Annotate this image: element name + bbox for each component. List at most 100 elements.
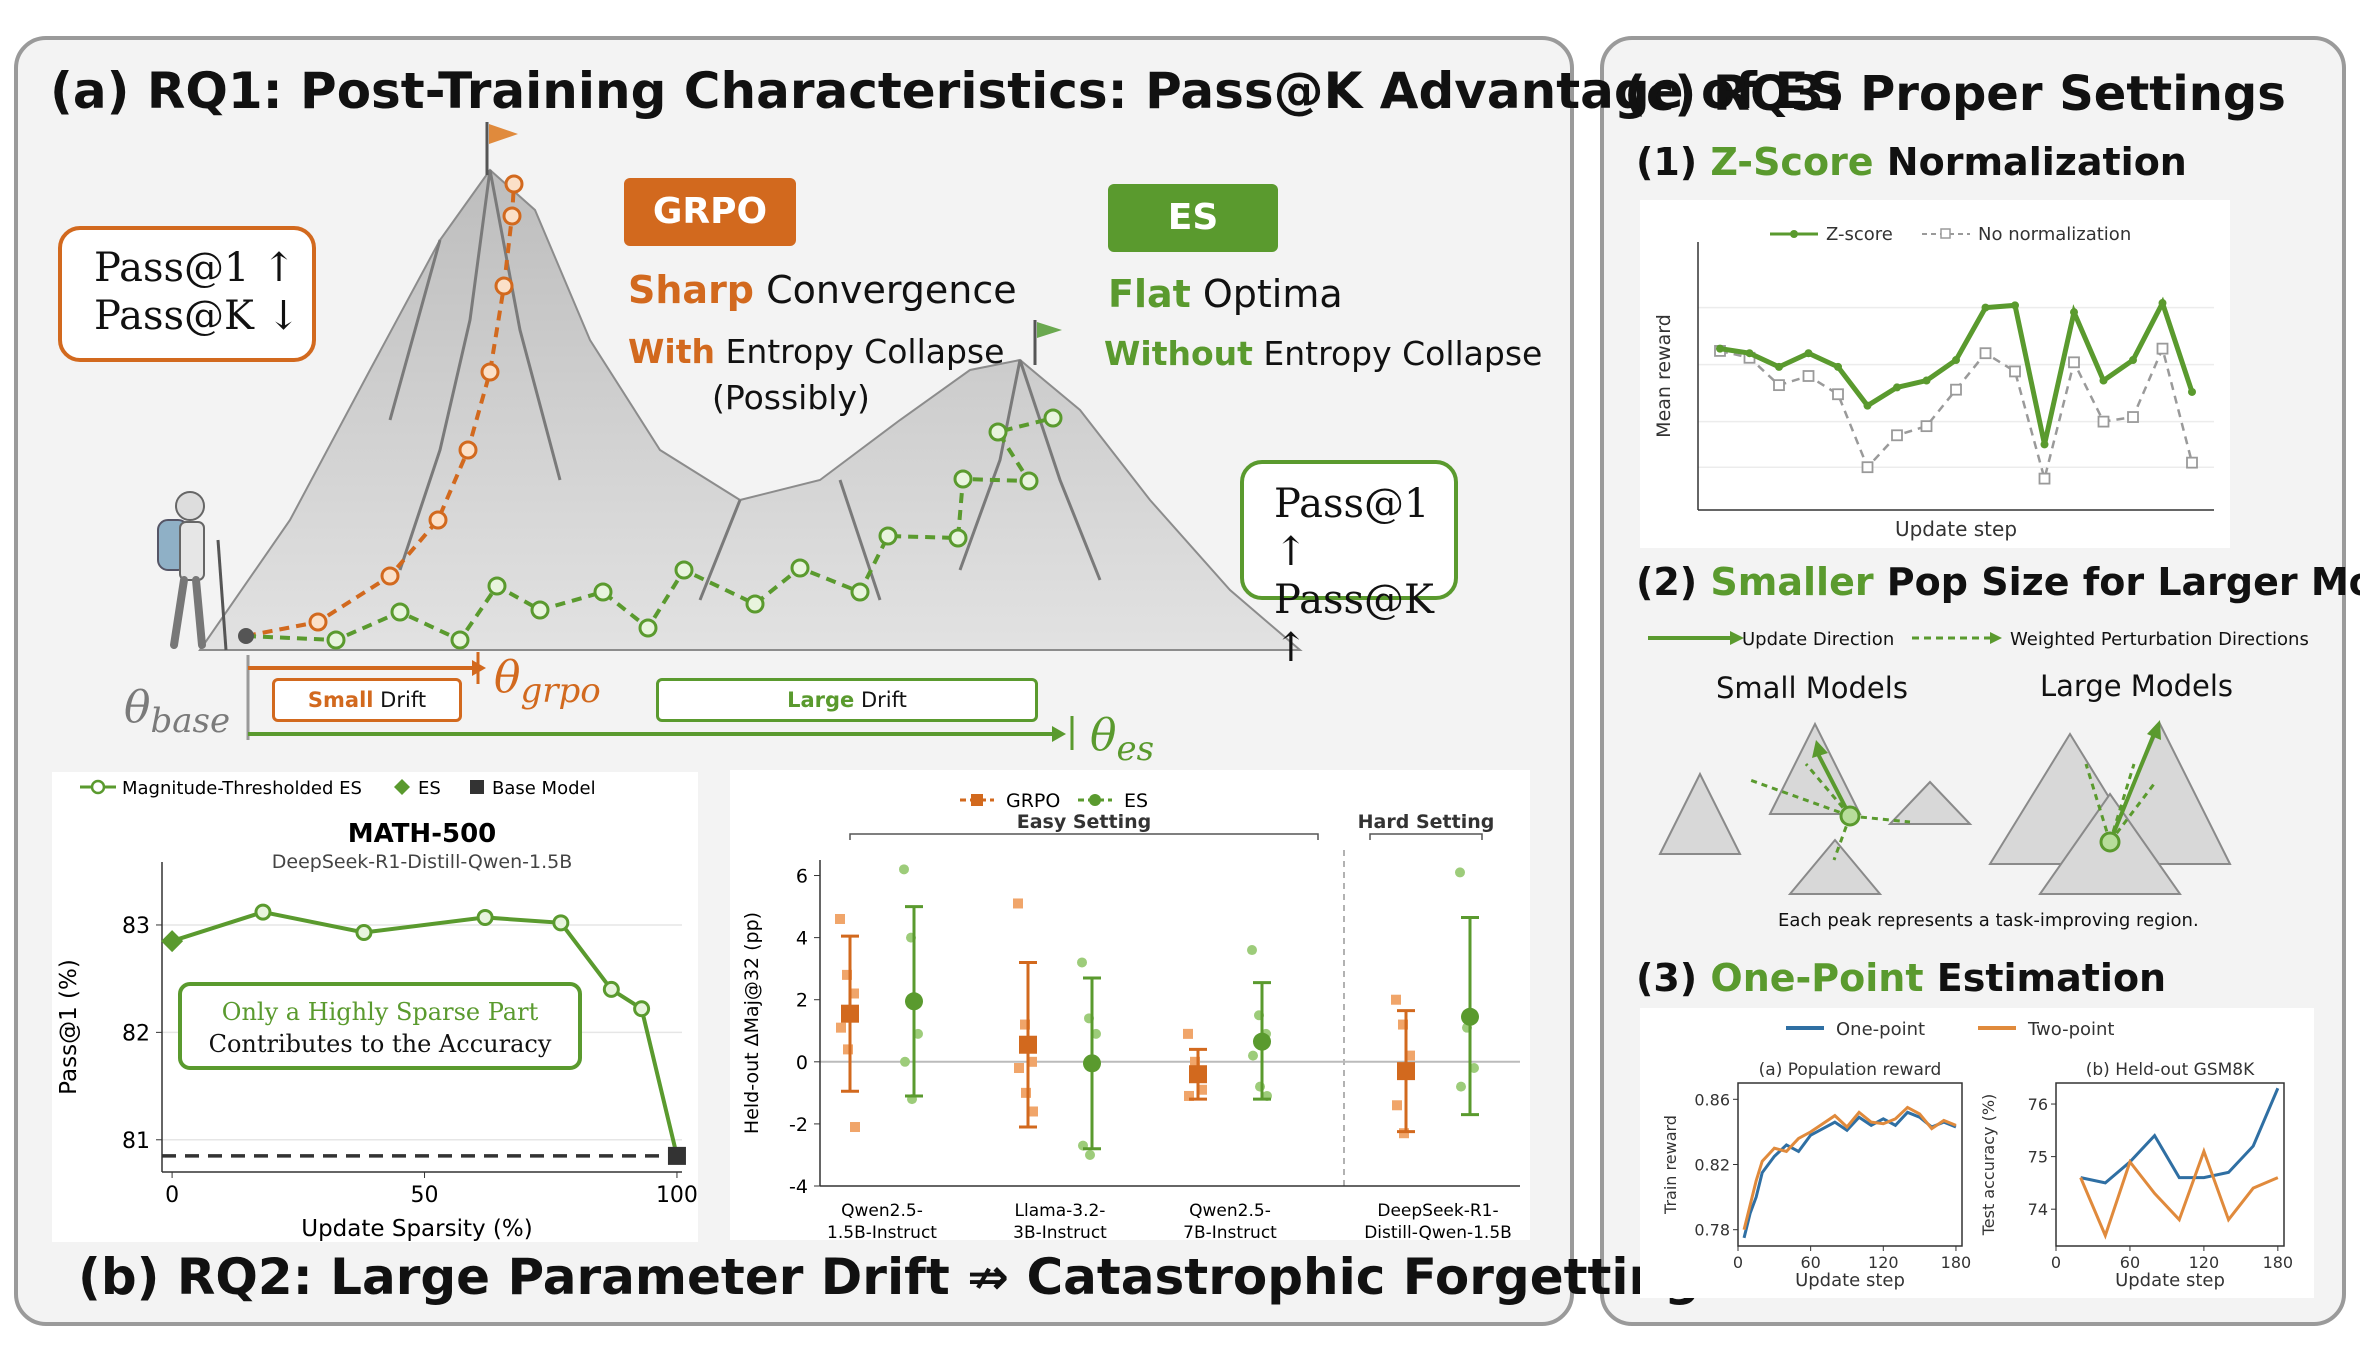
legend-nonorm-label: No normalization — [1978, 224, 2131, 245]
grpo-run-point — [1020, 1019, 1030, 1030]
grpo-run-point — [843, 1044, 853, 1055]
y-axis-label: Pass@1 (%) — [56, 959, 82, 1095]
y-tick-label: -2 — [789, 1114, 808, 1136]
es-path-point — [988, 422, 1008, 442]
grpo-path-point — [504, 174, 524, 194]
nonorm-point — [1891, 429, 1903, 442]
update-direction-legend-arrowhead — [1730, 631, 1744, 645]
base-point — [238, 628, 254, 644]
popsize-diagram: Update Direction Weighted Perturbation D… — [1648, 629, 2309, 931]
zscore-point — [2158, 299, 2167, 308]
grpo-path-point — [428, 510, 448, 530]
chart-subtitle: DeepSeek-R1-Distill-Qwen-1.5B — [272, 851, 573, 873]
es-desc-1: Flat Optima — [1108, 272, 1343, 316]
nonorm-point — [2097, 415, 2110, 428]
es-path-point — [674, 560, 694, 580]
zscore-point — [1863, 401, 1872, 410]
legend-mtes-label: Magnitude-Thresholded ES — [122, 778, 362, 799]
grpo-path-point — [502, 206, 522, 226]
mtes-point — [602, 980, 620, 998]
grpo-mean — [1397, 1062, 1415, 1081]
x-axis-label: Update step — [1895, 517, 2017, 541]
grpo-passk-text: Pass@K ↓ — [94, 293, 301, 339]
zscore-point — [2188, 387, 2196, 396]
drift-paths — [238, 174, 1074, 750]
es-run-point — [1456, 1081, 1466, 1092]
category-label: 7B-Instruct — [1183, 1223, 1277, 1240]
mtes-point — [476, 908, 494, 926]
large-update-arrowhead — [2147, 720, 2161, 740]
zscore-point — [1745, 349, 1754, 358]
onepoint-line — [1742, 1110, 1957, 1239]
category-label: 3B-Instruct — [1013, 1223, 1107, 1240]
x-tick-label: 120 — [1868, 1253, 1899, 1272]
legend-es-label: ES — [1124, 790, 1148, 812]
es-run-point — [1248, 1050, 1258, 1061]
grpo-run-point — [1398, 1019, 1408, 1030]
grpo-run-point — [850, 1122, 860, 1133]
section-2-title: (2) Smaller Pop Size for Larger Models — [1636, 560, 2360, 604]
grpo-run-point — [849, 988, 859, 999]
category-label: Qwen2.5- — [841, 1201, 923, 1221]
plot-frame — [1737, 1082, 1963, 1247]
es-path-point — [745, 594, 765, 614]
legend-base-label: Base Model — [492, 778, 596, 799]
y-tick-label: 6 — [796, 866, 808, 888]
zscore-point — [1981, 303, 1990, 312]
x-tick-label: 100 — [656, 1183, 698, 1208]
legend-zscore-label: Z-score — [1826, 224, 1893, 245]
grpo-path-point — [380, 566, 400, 586]
es-desc-2: Without Entropy Collapse — [1104, 334, 1543, 373]
section-1-title: (1) Z-Score Normalization — [1636, 140, 2187, 184]
grpo-run-point — [1399, 1128, 1409, 1139]
grpo-desc-3: (Possibly) — [712, 378, 870, 417]
grpo-run-point — [842, 969, 852, 980]
grpo-run-point — [1190, 1056, 1200, 1067]
small-update-arrow — [1816, 753, 1852, 817]
peak-caption: Each peak represents a task-improving re… — [1778, 910, 2199, 931]
plot-frame — [2055, 1082, 2285, 1247]
x-tick-label: 60 — [2120, 1253, 2140, 1272]
es-path-point — [390, 602, 410, 622]
nonorm-point — [1773, 379, 1785, 392]
grpo-tag: GRPO — [624, 178, 796, 246]
subplot-title: (b) Held-out GSM8K — [2086, 1060, 2255, 1080]
legend-perturb-directions: Weighted Perturbation Directions — [2010, 629, 2309, 650]
nonorm-point — [1920, 420, 1933, 433]
y-tick-label: 0 — [796, 1052, 808, 1074]
group-bracket — [1369, 833, 1483, 840]
y-tick-label: 76 — [2028, 1095, 2048, 1114]
large-peaks — [1988, 721, 2232, 895]
y-tick-label: 0.86 — [1694, 1090, 1730, 1109]
grpo-run-point — [1021, 1087, 1031, 1098]
grpo-pass-box: Pass@1 ↑ Pass@K ↓ — [58, 226, 316, 362]
panel-a-title: (a) RQ1: Post-Training Characteristics: … — [50, 62, 1845, 120]
x-tick-label: 60 — [1800, 1253, 1820, 1272]
legend-grpo-label: GRPO — [1006, 790, 1060, 812]
es-run-point — [1455, 867, 1465, 878]
legend-twopoint-label: Two-point — [2027, 1019, 2114, 1040]
zscore-point — [2129, 356, 2137, 365]
grpo-run-point — [1184, 1090, 1194, 1101]
nonorm-point — [2009, 365, 2021, 378]
zscore-point — [2011, 301, 2019, 310]
legend-grpo-marker — [971, 794, 983, 806]
x-tick-label: 0 — [2051, 1253, 2061, 1272]
nonorm-point — [2186, 456, 2198, 469]
grpo-mean — [841, 1004, 859, 1023]
es-passk-text: Pass@K ↑ — [1274, 577, 1434, 671]
group-bracket — [849, 833, 1319, 840]
panel-b-title: (b) RQ2: Large Parameter Drift ⇏ Catastr… — [78, 1248, 1700, 1306]
es-path-point — [487, 576, 507, 596]
grpo-run-point — [835, 913, 845, 924]
es-path-point — [790, 558, 810, 578]
x-tick-label: 180 — [2263, 1253, 2294, 1272]
es-run-point — [900, 1056, 910, 1067]
group-label: Hard Setting — [1358, 811, 1495, 833]
es-pass1-text: Pass@1 ↑ — [1274, 481, 1430, 575]
es-path-point — [326, 630, 346, 650]
zscore-point — [2070, 308, 2078, 317]
legend-mtes-marker — [90, 779, 106, 795]
annotation-line-2: Contributes to the Accuracy — [209, 1030, 552, 1058]
